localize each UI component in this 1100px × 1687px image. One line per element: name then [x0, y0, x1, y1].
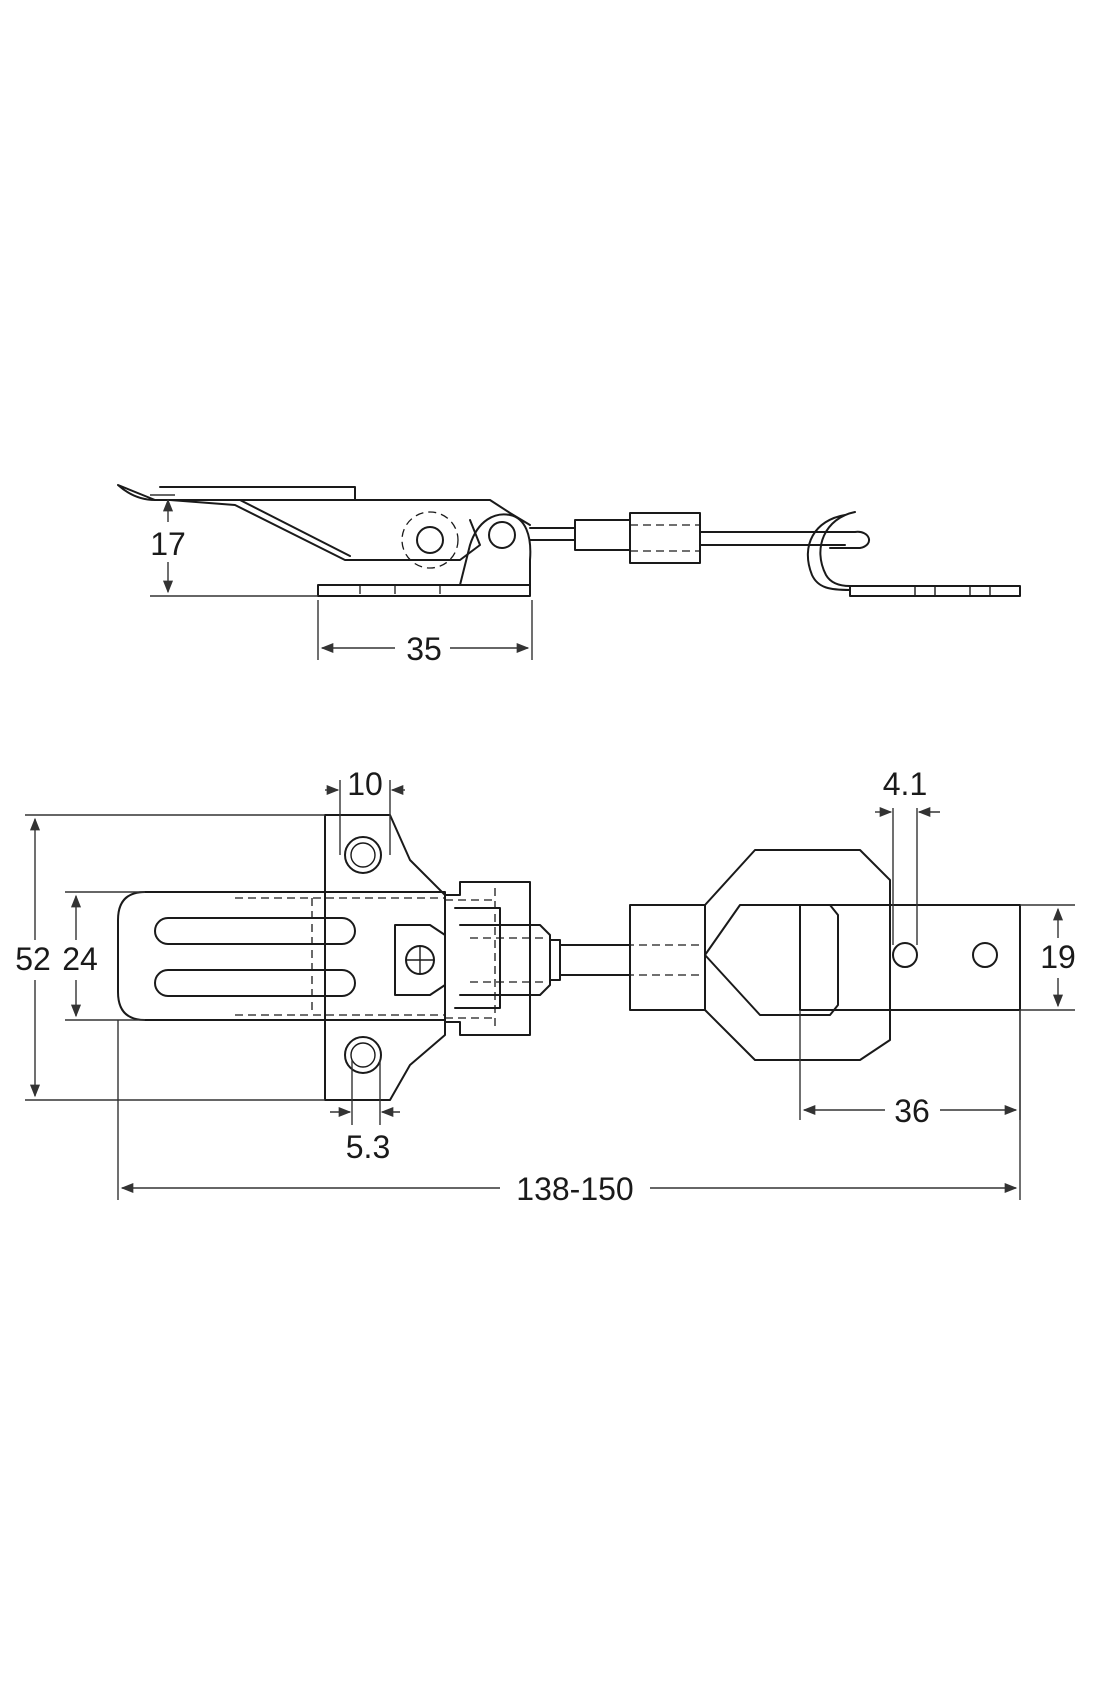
dimension-base-length: 35 [317, 600, 533, 668]
dimension-catch-length: 36 [799, 1010, 1021, 1130]
hinge-bracket [459, 513, 532, 586]
dim-36-label: 36 [894, 1093, 930, 1129]
handle-lever [117, 484, 531, 526]
dimension-overall-length: 138-150 [117, 1010, 1021, 1208]
dim-19-label: 19 [1040, 939, 1076, 975]
dim-17-label: 17 [150, 526, 186, 562]
catch-hole-1 [892, 942, 918, 968]
pivot-1 [416, 526, 444, 554]
mount-hole-bottom [344, 1036, 382, 1074]
dim-52-label: 52 [15, 941, 51, 977]
catch-plate [849, 585, 1021, 597]
dimension-hole-diameter: 5.3 [330, 1060, 400, 1165]
dimension-catch-width: 19 [1020, 904, 1085, 1011]
hinge-block [444, 881, 531, 1036]
link-block [574, 519, 631, 551]
dim-24-label: 24 [62, 941, 98, 977]
base-flange [324, 814, 446, 1101]
slot-top [154, 917, 356, 945]
rod [549, 939, 631, 981]
dimension-body-width: 24 [56, 891, 145, 1021]
side-view: 17 35 [117, 484, 1021, 668]
dimension-overall-width: 52 [10, 814, 325, 1101]
pivot-2 [488, 521, 516, 549]
adjust-nut [629, 512, 701, 564]
handle-body [169, 499, 481, 561]
link-arm [459, 924, 551, 996]
link-pivot [394, 924, 446, 996]
dim-138-150-label: 138-150 [516, 1171, 633, 1207]
dim-5-3-label: 5.3 [346, 1129, 390, 1165]
wire-loop [699, 511, 870, 591]
slot-bottom [154, 969, 356, 997]
catch-plate [799, 904, 1021, 1011]
dim-4-1-label: 4.1 [883, 766, 927, 802]
dim-35-label: 35 [406, 631, 442, 667]
wire-loop [704, 849, 891, 1061]
top-view: 10 5.3 52 24 [10, 766, 1085, 1208]
dimension-catch-hole: 4.1 [875, 766, 940, 945]
catch-hole-2 [972, 942, 998, 968]
dim-10-label: 10 [347, 766, 383, 802]
rod [529, 527, 576, 541]
mount-hole-top [344, 836, 382, 874]
base-plate [317, 584, 531, 597]
pivot-circle-dashed [401, 511, 459, 569]
adjust-nut [629, 904, 706, 1011]
dimension-hole-spacing: 10 [325, 766, 405, 855]
dimension-height: 17 [145, 494, 318, 597]
